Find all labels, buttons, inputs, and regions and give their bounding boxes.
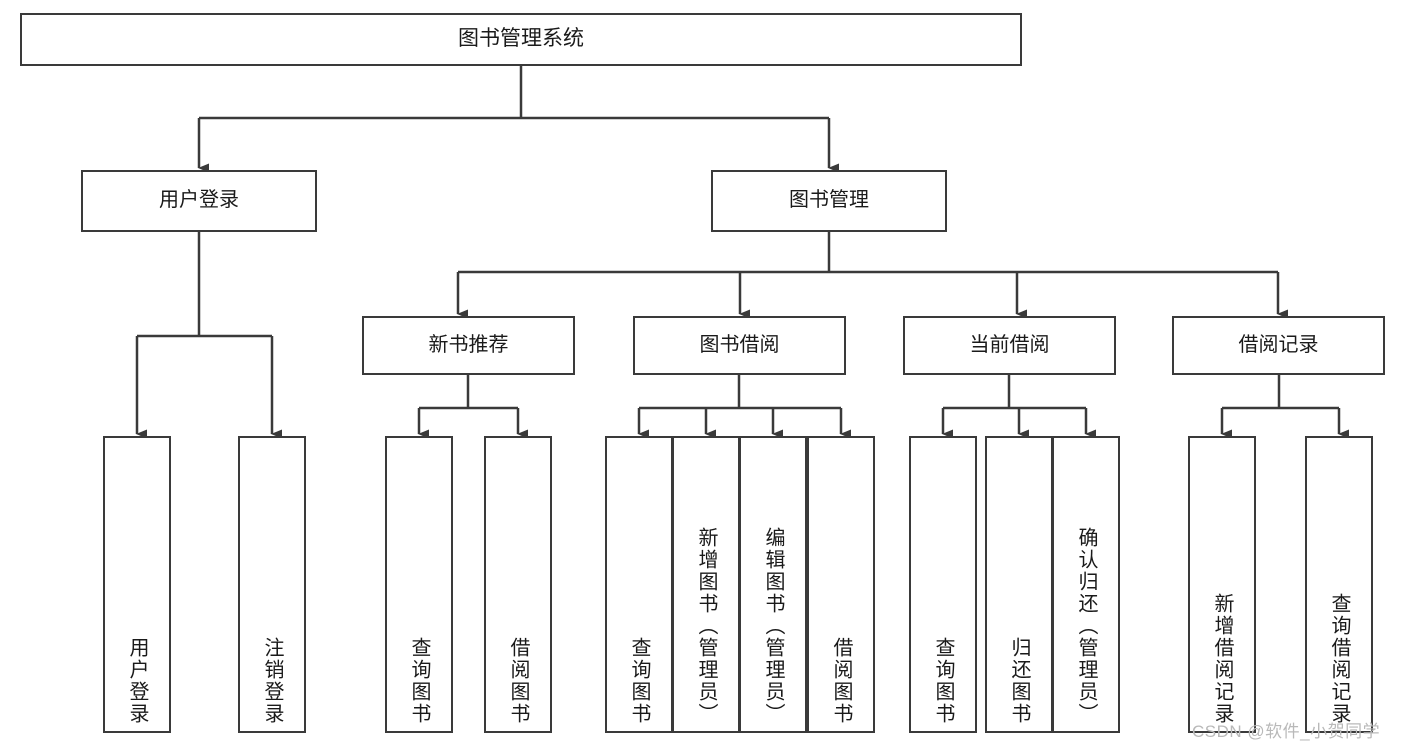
leaf-return-book-label: 归还图书 <box>1008 637 1030 725</box>
node-root-label: 图书管理系统 <box>458 27 584 51</box>
leaf-edit-book-label: 编辑图书（管理员） <box>762 527 784 725</box>
leaf-query-book-borrow[interactable]: 查询图书 <box>605 436 673 733</box>
leaf-query-book-rec-label: 查询图书 <box>408 637 430 725</box>
node-current-borrow[interactable]: 当前借阅 <box>903 316 1116 375</box>
node-book-borrow[interactable]: 图书借阅 <box>633 316 846 375</box>
leaf-borrow-book[interactable]: 借阅图书 <box>807 436 875 733</box>
node-new-book-recommend-label: 新书推荐 <box>428 333 509 356</box>
watermark: CSDN @软件_小贺同学 <box>1192 722 1381 741</box>
leaf-add-record[interactable]: 新增借阅记录 <box>1188 436 1256 733</box>
leaf-edit-book[interactable]: 编辑图书（管理员） <box>739 436 807 733</box>
leaf-query-book-borrow-label: 查询图书 <box>628 637 650 725</box>
node-borrow-record-label: 借阅记录 <box>1238 333 1319 356</box>
leaf-query-book-current-label: 查询图书 <box>932 637 954 725</box>
leaf-query-record-label: 查询借阅记录 <box>1328 593 1350 725</box>
leaf-user-login[interactable]: 用户登录 <box>103 436 171 733</box>
node-user-login-label: 用户登录 <box>159 189 239 212</box>
leaf-query-book-rec[interactable]: 查询图书 <box>385 436 453 733</box>
leaf-logout-label: 注销登录 <box>261 637 283 725</box>
node-root[interactable]: 图书管理系统 <box>20 13 1022 66</box>
leaf-add-record-label: 新增借阅记录 <box>1211 593 1233 725</box>
leaf-add-book-label: 新增图书（管理员） <box>695 527 717 725</box>
leaf-confirm-return-label: 确认归还（管理员） <box>1075 527 1097 725</box>
leaf-add-book[interactable]: 新增图书（管理员） <box>672 436 740 733</box>
node-book-borrow-label: 图书借阅 <box>699 333 780 356</box>
leaf-borrow-book-label: 借阅图书 <box>830 637 852 725</box>
leaf-logout[interactable]: 注销登录 <box>238 436 306 733</box>
node-book-manage-label: 图书管理 <box>789 189 869 212</box>
leaf-return-book[interactable]: 归还图书 <box>985 436 1053 733</box>
node-current-borrow-label: 当前借阅 <box>969 333 1050 356</box>
node-borrow-record[interactable]: 借阅记录 <box>1172 316 1385 375</box>
leaf-borrow-book-rec[interactable]: 借阅图书 <box>484 436 552 733</box>
leaf-borrow-book-rec-label: 借阅图书 <box>507 637 529 725</box>
node-book-manage[interactable]: 图书管理 <box>711 170 947 232</box>
leaf-query-book-current[interactable]: 查询图书 <box>909 436 977 733</box>
node-user-login[interactable]: 用户登录 <box>81 170 317 232</box>
leaf-query-record[interactable]: 查询借阅记录 <box>1305 436 1373 733</box>
leaf-user-login-label: 用户登录 <box>126 637 148 725</box>
node-new-book-recommend[interactable]: 新书推荐 <box>362 316 575 375</box>
leaf-confirm-return[interactable]: 确认归还（管理员） <box>1052 436 1120 733</box>
